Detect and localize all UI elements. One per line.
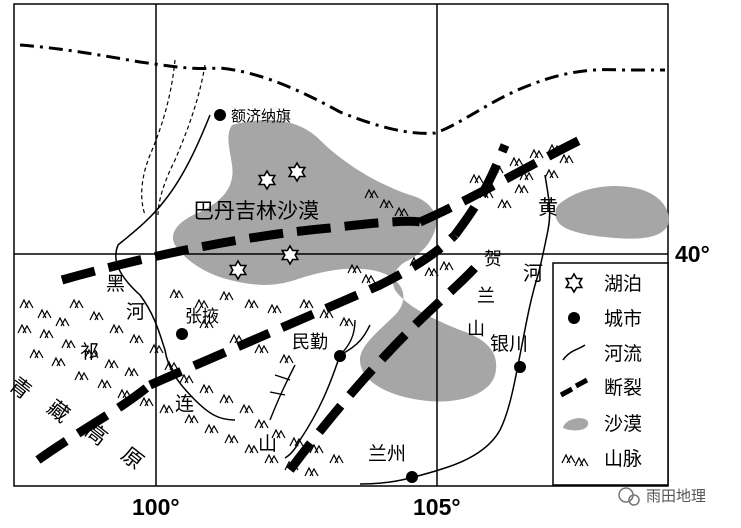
label-huang: 黄 bbox=[538, 195, 558, 219]
label-lian: 连 bbox=[175, 393, 194, 415]
small-desert-east bbox=[555, 185, 669, 239]
fault-1-east bbox=[418, 135, 583, 227]
legend-city-icon bbox=[568, 312, 580, 324]
label-hei: 黑 bbox=[106, 273, 125, 295]
label-zhangye: 张掖 bbox=[185, 307, 219, 327]
legend-desert-icon bbox=[563, 418, 589, 431]
city-minqin-dot bbox=[334, 350, 346, 362]
label-lon-100: 100° bbox=[132, 494, 180, 520]
legend-mountain-label: 山脉 bbox=[604, 448, 642, 470]
faults bbox=[35, 135, 583, 473]
label-lon-105: 105° bbox=[413, 494, 461, 520]
legend-desert-label: 沙漠 bbox=[604, 413, 642, 435]
hei-river-tributary-1 bbox=[141, 59, 176, 216]
legend: 湖泊 城市 河流 断裂 沙漠 山脉 bbox=[552, 262, 669, 486]
legend-fault-icon bbox=[559, 377, 589, 398]
city-zhangye-dot bbox=[176, 328, 188, 340]
label-qi: 祁 bbox=[80, 341, 99, 363]
label-huang-he: 河 bbox=[523, 261, 543, 285]
hei-river bbox=[115, 114, 236, 421]
watermark: 雨田地理 bbox=[618, 487, 706, 506]
label-ejina: 额济纳旗 bbox=[231, 107, 291, 125]
fault-1 bbox=[60, 216, 421, 285]
hei-river-tributary-2 bbox=[157, 64, 206, 216]
label-badain-desert: 巴丹吉林沙漠 bbox=[193, 199, 319, 223]
legend-box bbox=[552, 262, 669, 486]
label-lanzhou: 兰州 bbox=[368, 443, 406, 465]
label-lat-40: 40° bbox=[675, 241, 710, 267]
badain-jaran-desert bbox=[172, 120, 497, 402]
city-yinchuan-dot bbox=[514, 361, 526, 373]
small-river bbox=[269, 364, 296, 421]
legend-river-icon bbox=[562, 344, 586, 361]
fault-2-east bbox=[451, 143, 510, 238]
city-lanzhou-dot bbox=[406, 471, 418, 483]
label-yinchuan: 银川 bbox=[490, 333, 528, 355]
label-helan-he: 贺 bbox=[484, 249, 502, 270]
legend-lake-label: 湖泊 bbox=[604, 273, 642, 295]
label-hei-he: 河 bbox=[126, 301, 145, 323]
fault-3 bbox=[286, 259, 484, 473]
label-helan-shan: 山 bbox=[467, 319, 485, 340]
legend-fault-label: 断裂 bbox=[604, 377, 642, 399]
fault-2 bbox=[148, 231, 459, 390]
fault-2-west bbox=[35, 381, 153, 464]
national-border bbox=[19, 43, 665, 135]
legend-city-label: 城市 bbox=[604, 308, 642, 330]
label-qilian-shan: 山 bbox=[258, 433, 277, 455]
watermark-text: 雨田地理 bbox=[646, 487, 706, 505]
label-minqin: 民勤 bbox=[292, 332, 328, 353]
legend-river-label: 河流 bbox=[604, 343, 642, 365]
wechat-icon bbox=[618, 487, 634, 503]
city-ejina-dot bbox=[214, 109, 226, 121]
label-helan-lan: 兰 bbox=[477, 286, 495, 307]
